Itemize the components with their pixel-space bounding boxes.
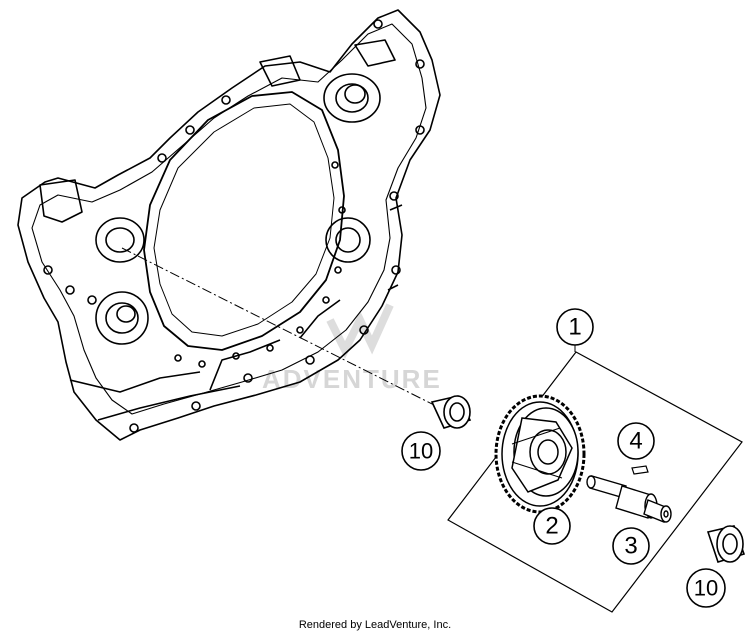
callout-10-left: 10 [401,431,441,471]
watermark-logo-icon [326,303,394,359]
callout-2: 2 [533,507,571,545]
callout-circle [612,527,650,565]
callout-label: 10 [409,439,433,464]
callout-label: 10 [694,576,718,601]
callout-circle [401,431,441,471]
bearing-left [430,395,472,429]
callout-4: 4 [617,422,655,460]
engine-case-cover [17,9,441,441]
callout-circle [686,568,726,608]
callout-circle [533,507,571,545]
shaft-part [586,475,672,523]
callout-1: 1 [556,308,594,346]
assembly-axis-line [121,247,441,409]
callout-label: 3 [624,533,637,560]
callout-10-right: 10 [686,568,726,608]
watermark: ADVENTURE [262,303,442,394]
callout-label: 4 [629,428,642,455]
pin-part [631,465,649,475]
callout-3: 3 [612,527,650,565]
callout-circle [556,308,594,346]
gear-part [494,394,586,514]
callout-label: 1 [568,314,581,341]
callout-circle [617,422,655,460]
callout-label: 2 [545,513,558,540]
render-credit: Rendered by LeadVenture, Inc. [298,619,452,631]
bearing-right [706,525,746,563]
watermark-text: ADVENTURE [262,364,442,394]
